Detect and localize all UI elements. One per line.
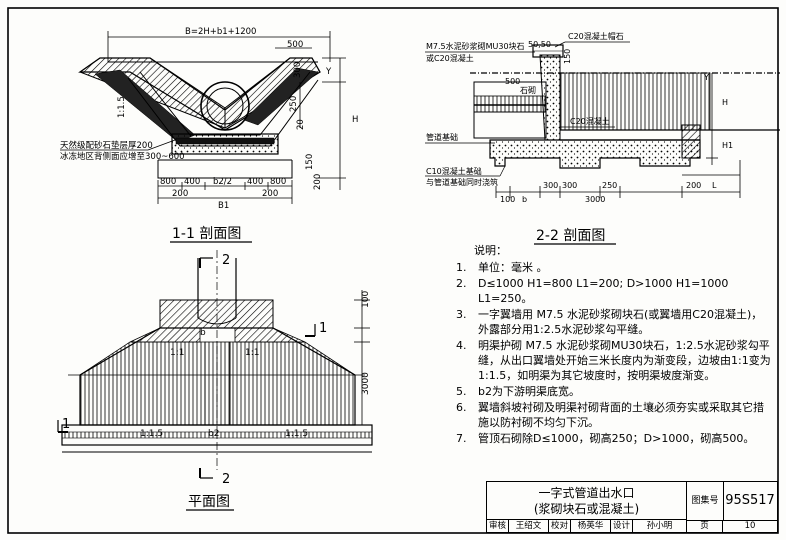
- dim-200-left: 200: [172, 189, 188, 199]
- plan-dim-100: 100: [361, 291, 371, 308]
- dim-h: H: [352, 115, 358, 125]
- atlas-number: 95S517: [723, 482, 777, 521]
- label-stone-masonry: M7.5水泥砂浆砌MU30块石: [426, 41, 525, 51]
- dim-b-22: b: [522, 195, 527, 204]
- dim-3000-22: 3000: [585, 195, 605, 204]
- dim-400-right: 400: [247, 177, 263, 187]
- section-1-1: [60, 31, 346, 243]
- drawing-title-line2: (浆砌块石或混凝土): [533, 502, 640, 516]
- signature-row: 审核 王绍文 校对 杨英华 设计 孙小明 页 10: [487, 520, 777, 532]
- note-item: 4.明渠护砌 M7.5 水泥砂浆砌MU30块石，1:2.5水泥砂浆勾平缝，从出口…: [456, 339, 771, 382]
- cut-2-top: 2: [222, 253, 230, 268]
- dim-200-22: 200: [686, 181, 701, 190]
- notes-heading: 说明：: [474, 244, 507, 257]
- dim-250: 250: [289, 96, 299, 112]
- plan-slope-1-1-left: 1:1: [170, 348, 184, 358]
- note-item: 6.翼墙斜坡衬砌及明渠衬砌背面的土壤必须夯实或采取其它措施以防衬砌不均匀下沉。: [456, 401, 764, 429]
- note-item: 5.b2为下游明渠底宽。: [456, 385, 580, 398]
- label-c20-concrete: C20混凝土: [570, 116, 610, 126]
- dim-b2-half: b2/2: [213, 177, 232, 187]
- note-item: 7.管顶石砌除D≤1000，砌高250；D>1000，砌高500。: [456, 432, 755, 445]
- dim-300: 300: [293, 62, 303, 78]
- dim-250-22: 250: [602, 181, 617, 190]
- dim-y: Y: [325, 67, 332, 77]
- dim-200: 200: [313, 174, 323, 190]
- dim-top-width: B=2H+b1+1200: [185, 27, 256, 37]
- note-item: 2.D≤1000 H1=800 L1=200; D>1000 H1=1000 L…: [456, 277, 729, 305]
- section-2-2: [425, 41, 780, 245]
- check-label: 校对: [549, 520, 571, 532]
- drawing-title: 一字式管道出水口 (浆砌块石或混凝土): [487, 482, 687, 520]
- dim-300-22: 300: [543, 181, 558, 190]
- note-gravel-bed: 天然级配砂石垫层厚200: [60, 140, 153, 151]
- caption-section-1-1: 1-1 剖面图: [172, 226, 241, 242]
- plan-slope-1-1-right: 1:1: [245, 348, 259, 358]
- caption-section-2-2: 2-2 剖面图: [536, 228, 605, 244]
- page-label: 页: [687, 520, 723, 532]
- section-2-2-labels: M7.5水泥砂浆砌MU30块石 或C20混凝土 50,50 C20混凝土帽石 1…: [426, 31, 733, 204]
- cut-1-right: 1: [319, 321, 327, 336]
- plan-dim-b: b: [200, 328, 206, 338]
- label-pipe-foundation: 管道基础: [426, 132, 458, 142]
- dim-20: 20: [296, 119, 306, 130]
- dim-400-left: 400: [184, 177, 200, 187]
- design-signature: 孙小明: [633, 520, 687, 532]
- label-50-50: 50,50: [528, 40, 551, 49]
- dim-150: 150: [305, 154, 315, 170]
- plan-view-labels: 2 2 1 1 b 100 3000 1:1 1:1 1:1.5 1:1.5 b…: [62, 253, 371, 487]
- note-item: 1.单位：毫米 。: [456, 261, 548, 274]
- caption-plan: 平面图: [188, 494, 230, 510]
- section-1-1-labels: B=2H+b1+1200 500 Y 300 250 20 H 150 200 …: [60, 27, 358, 211]
- atlas-label: 图集号: [687, 482, 724, 521]
- design-label: 设计: [611, 520, 633, 532]
- cut-2-bottom: 2: [222, 472, 230, 487]
- dim-l-22: L: [712, 181, 717, 190]
- label-150: 150: [563, 49, 572, 64]
- label-stone-alt: 或C20混凝土: [426, 53, 474, 63]
- dim-y-22: Y: [703, 73, 709, 82]
- dim-100-22: 100: [500, 195, 515, 204]
- label-paving: 石砌: [520, 86, 536, 95]
- dim-800-left: 800: [160, 177, 176, 187]
- dim-500: 500: [287, 40, 303, 50]
- label-c10-note: 与管道基础同时浇筑: [426, 177, 498, 187]
- sheet-border: [7, 7, 779, 534]
- dim-200-right: 200: [262, 189, 278, 199]
- review-label: 审核: [487, 520, 509, 532]
- note-item: 3.一字翼墙用 M7.5 水泥砂浆砌块石(或翼墙用C20混凝土)，外露部分用1:…: [456, 308, 763, 336]
- plan-view: [57, 250, 373, 511]
- dim-slope: 1:1.5: [117, 96, 127, 118]
- plan-slope-15-right: 1:1.5: [285, 429, 308, 439]
- dim-h1-22: H1: [722, 141, 733, 150]
- label-500: 500: [505, 77, 520, 86]
- drawing-title-line1: 一字式管道出水口: [538, 486, 635, 500]
- dim-800-right: 800: [270, 177, 286, 187]
- plan-slope-15-left: 1:1.5: [140, 429, 163, 439]
- label-cap-stone: C20混凝土帽石: [568, 31, 624, 41]
- dim-300b-22: 300: [562, 181, 577, 190]
- review-signature: 王绍文: [509, 520, 549, 532]
- title-block: 一字式管道出水口 (浆砌块石或混凝土) 图集号 95S517 审核 王绍文 校对…: [486, 481, 778, 533]
- note-frost: 冰冻地区背侧面应增至300~600: [60, 151, 185, 162]
- page-number: 10: [744, 521, 756, 531]
- plan-dim-b2: b2: [208, 429, 219, 439]
- cut-1-left: 1: [62, 417, 70, 432]
- label-c10-foundation: C10混凝土基础: [426, 166, 482, 176]
- check-signature: 杨英华: [571, 520, 611, 532]
- plan-dim-3000: 3000: [361, 372, 371, 395]
- dim-b1: B1: [218, 201, 229, 211]
- dim-h-22: H: [722, 98, 728, 107]
- notes-block: 说明： 1.单位：毫米 。 2.D≤1000 H1=800 L1=200; D>…: [452, 243, 772, 447]
